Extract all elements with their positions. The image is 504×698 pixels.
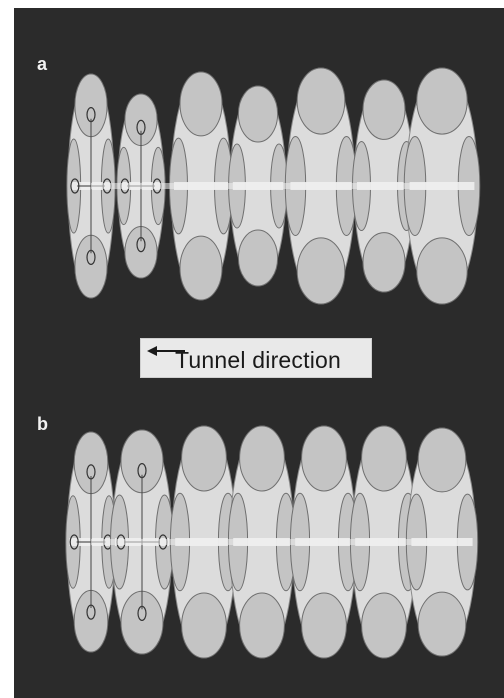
panel-a-group bbox=[67, 68, 480, 304]
lobe-top bbox=[417, 68, 467, 134]
lobe-bottom bbox=[182, 593, 227, 658]
tunnel-beam bbox=[91, 183, 442, 189]
lobe-bottom bbox=[238, 230, 277, 286]
tunnel-direction-text: Tunnel direction bbox=[175, 347, 341, 374]
lobe-top bbox=[238, 86, 277, 142]
lobe-top bbox=[363, 80, 405, 139]
lobe-bottom bbox=[297, 238, 345, 304]
lobe-bottom bbox=[302, 593, 347, 658]
lobe-bottom bbox=[418, 592, 466, 656]
lobe-top bbox=[180, 72, 222, 136]
lobe-top bbox=[302, 426, 347, 491]
tunnel-direction-label: Tunnel direction bbox=[140, 338, 372, 378]
lobe-bottom bbox=[363, 233, 405, 292]
figure: a b Tunnel direction bbox=[14, 8, 504, 698]
lobe-top bbox=[418, 428, 466, 492]
lobe-top bbox=[362, 426, 407, 491]
lobe-bottom bbox=[180, 236, 222, 300]
lobe-top bbox=[182, 426, 227, 491]
panel-b-group bbox=[66, 426, 478, 658]
lobe-top bbox=[297, 68, 345, 134]
tunnel-beam bbox=[91, 539, 442, 545]
lobe-top bbox=[240, 426, 285, 491]
lobe-bottom bbox=[362, 593, 407, 658]
lobe-bottom bbox=[240, 593, 285, 658]
lobe-bottom bbox=[417, 238, 467, 304]
